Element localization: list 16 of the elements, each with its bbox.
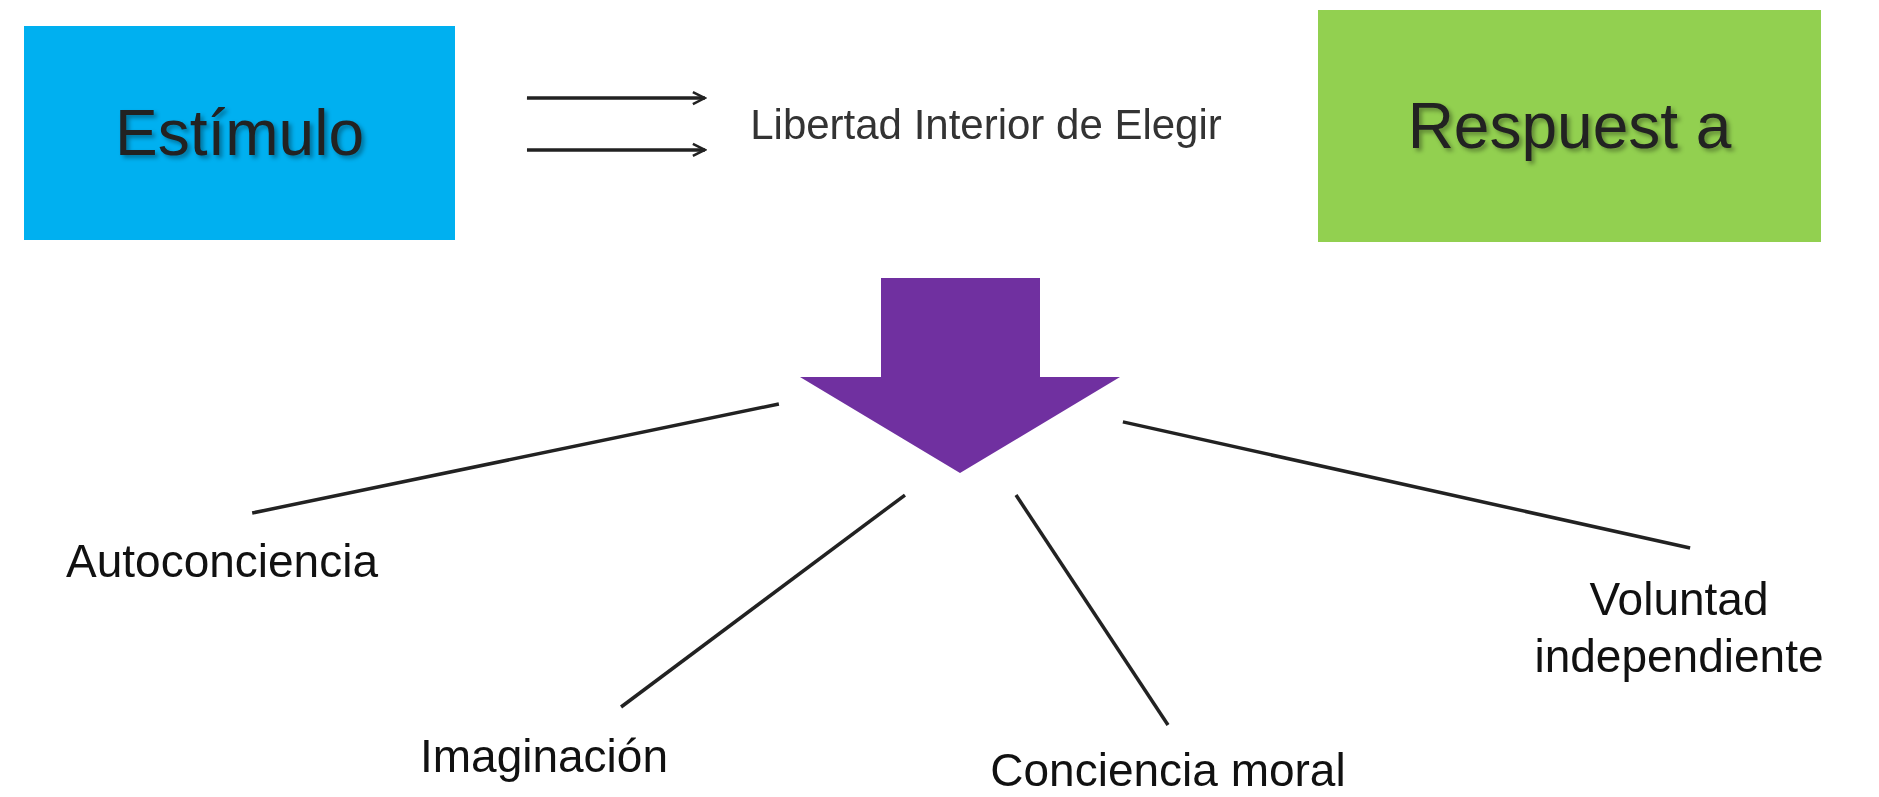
arrow (526, 90, 707, 106)
connector-line (620, 493, 906, 709)
connector-line (1122, 420, 1691, 550)
connector-line (251, 402, 780, 515)
node-label: Conciencia moral (940, 745, 1396, 797)
box-label: Estímulo (115, 96, 364, 170)
connector-line (1014, 494, 1170, 726)
node-label: Libertad Interior de Elegir (706, 62, 1266, 188)
response-box (1318, 10, 1821, 242)
node-label: Autoconciencia (26, 535, 418, 589)
arrow (527, 142, 707, 158)
stimulus-box (24, 26, 455, 240)
box-label: Respuest a (1407, 89, 1732, 163)
node-label: Imaginación (388, 728, 700, 786)
node-label: Voluntad independiente (1500, 560, 1858, 696)
block-arrow (800, 278, 1120, 473)
